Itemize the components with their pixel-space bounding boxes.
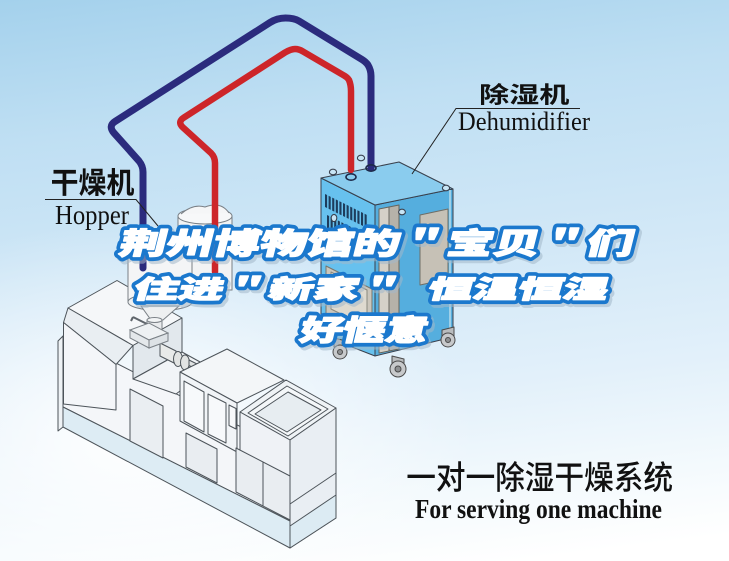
svg-text:Dehumidifier: Dehumidifier (458, 107, 590, 136)
svg-text:For serving one machine: For serving one machine (415, 494, 662, 524)
svg-text:Hopper: Hopper (55, 200, 129, 230)
